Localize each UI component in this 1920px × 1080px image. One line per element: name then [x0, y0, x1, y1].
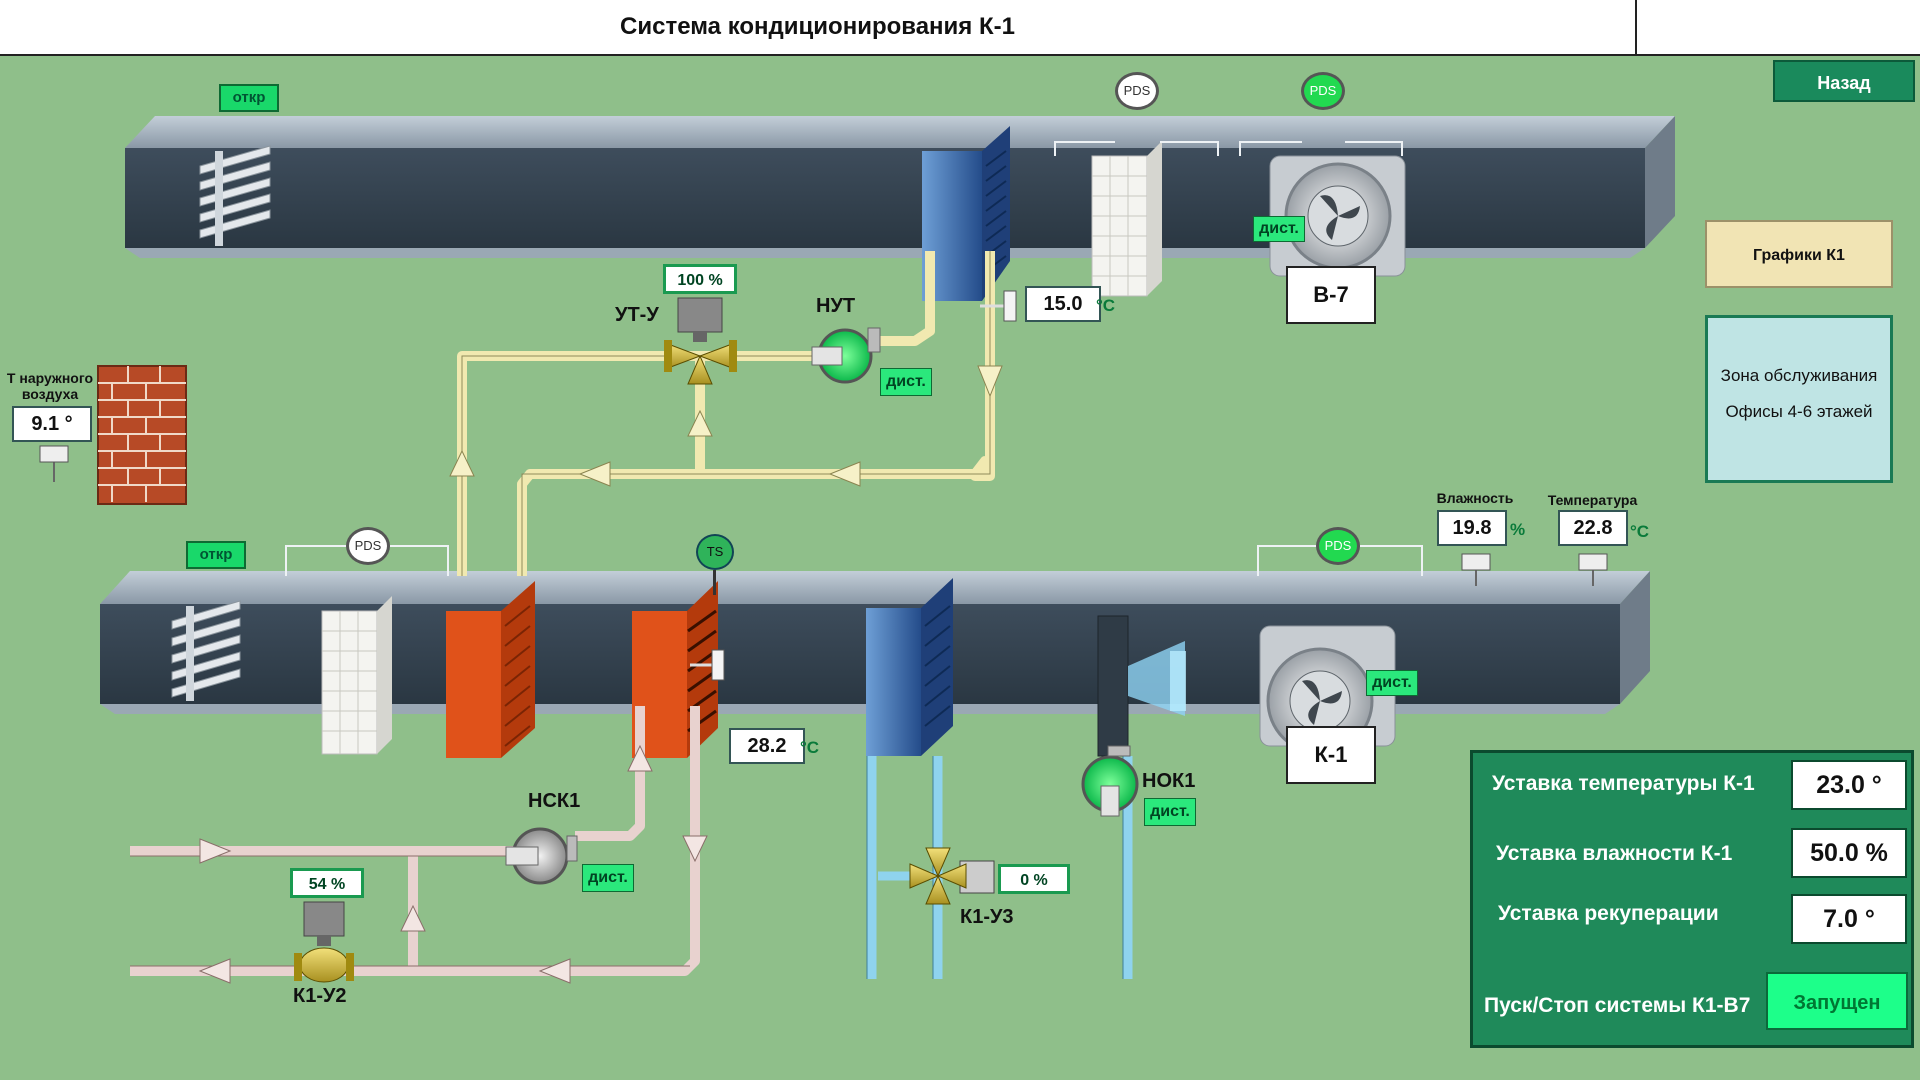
exhaust-damper-status: откр — [219, 84, 279, 112]
valve-k1-u2-position: 54 % — [290, 868, 364, 898]
valve-ut-u-position: 100 % — [663, 264, 737, 294]
exhaust-air-temp-value: 15.0 — [1025, 286, 1101, 322]
header-bar: Система кондиционирования К-1 — [0, 0, 1920, 56]
supply-pds-tubing — [285, 545, 1423, 576]
exhaust-pds-tubing — [1054, 141, 1403, 156]
temp-setpoint-label: Уставка температуры К-1 — [1492, 772, 1755, 795]
temperature-label: Температура — [1547, 492, 1638, 508]
valve-k1-u2-label: К1-У2 — [293, 985, 347, 1007]
ts-sensor-stem — [713, 570, 716, 595]
pump-nut-label: НУТ — [816, 295, 856, 317]
start-stop-label: Пуск/Стоп системы К1-В7 — [1484, 994, 1751, 1017]
pump-nsk1-label: НСК1 — [528, 790, 581, 812]
hot-water-flow-arrows — [449, 365, 1003, 487]
supply-recuperator-coil — [446, 581, 535, 758]
pds-exhaust-fan-indicator: PDS — [1301, 72, 1345, 110]
start-stop-button[interactable]: Запущен — [1766, 972, 1908, 1030]
exhaust-filter — [1091, 141, 1162, 297]
valve-k1-u2[interactable] — [294, 901, 354, 983]
service-zone-value: Офисы 4-6 этажей — [1725, 402, 1873, 421]
recuperation-setpoint-label: Уставка рекуперации — [1498, 902, 1719, 925]
supply-humidity-unit: % — [1510, 520, 1526, 539]
exhaust-duct — [125, 116, 1675, 258]
exhaust-air-temp-unit: °C — [1096, 296, 1116, 315]
charts-k1-button[interactable]: Графики К1 — [1705, 220, 1893, 288]
outdoor-temp-value: 9.1 ° — [12, 406, 92, 442]
brick-wall-icon — [97, 365, 187, 505]
outdoor-sensor-head — [39, 445, 69, 463]
pump-nok1[interactable] — [1081, 745, 1139, 817]
exhaust-fan — [1269, 155, 1406, 277]
pump-nsk1-mode: дист. — [582, 864, 634, 892]
return-water-temp-value: 28.2 — [729, 728, 805, 764]
supply-louver — [171, 600, 241, 701]
temp-probe-return — [690, 649, 725, 681]
heat-flow-arrows — [198, 744, 708, 984]
service-zone-title: Зона обслуживания — [1720, 366, 1878, 385]
exhaust-recuperator-coil — [922, 126, 1010, 301]
supply-filter — [321, 596, 392, 755]
exhaust-unit-label: В-7 — [1286, 266, 1376, 324]
valve-k1-u3[interactable] — [909, 847, 995, 905]
hvac-schematic — [39, 116, 1675, 984]
supply-water-cooler — [866, 578, 953, 756]
header-right-cell — [1637, 0, 1920, 54]
outdoor-temp-label-line2: воздуха — [21, 386, 79, 402]
page-title: Система кондиционирования К-1 — [0, 0, 1637, 54]
pds-supply-fan-indicator: PDS — [1316, 527, 1360, 565]
service-zone-panel: Зона обслуживания Офисы 4-6 этажей — [1705, 315, 1893, 483]
pump-nok1-label: НОК1 — [1142, 770, 1196, 792]
exhaust-louver — [199, 145, 271, 246]
supply-unit-label: К-1 — [1286, 726, 1376, 784]
supply-fan-mode: дист. — [1366, 670, 1418, 696]
valve-k1-u3-position: 0 % — [998, 864, 1070, 894]
back-button[interactable]: Назад — [1773, 60, 1915, 102]
supply-temp-unit: °C — [1630, 522, 1650, 541]
supply-damper-status: откр — [186, 541, 246, 569]
valve-k1-u3-label: К1-У3 — [960, 906, 1014, 928]
supply-fan — [1259, 625, 1396, 755]
pds-supply-filter-indicator: PDS — [346, 527, 390, 565]
pump-nok1-mode: дист. — [1144, 798, 1196, 826]
pump-nut[interactable] — [811, 327, 881, 384]
supply-humidity-value: 19.8 — [1437, 510, 1507, 546]
return-water-temp-unit: °C — [800, 738, 820, 757]
outdoor-temp-label: Т наружного воздуха — [0, 370, 100, 402]
temp-setpoint-input[interactable]: 23.0 ° — [1791, 760, 1907, 810]
temp-probe-exhaust — [980, 290, 1017, 322]
humidity-setpoint-input[interactable]: 50.0 % — [1791, 828, 1907, 878]
temp-sensor-head — [1578, 553, 1608, 571]
humidity-sensor-head — [1461, 553, 1491, 571]
exhaust-fan-mode: дист. — [1253, 216, 1305, 242]
humidity-setpoint-label: Уставка влажности К-1 — [1496, 842, 1733, 865]
pump-nsk1[interactable] — [505, 827, 578, 885]
pump-nut-mode: дист. — [880, 368, 932, 396]
recuperation-setpoint-input[interactable]: 7.0 ° — [1791, 894, 1907, 944]
humidity-label: Влажность — [1436, 490, 1514, 506]
outdoor-temp-label-line1: Т наружного — [6, 370, 94, 386]
valve-ut-u[interactable] — [664, 297, 737, 385]
hot-water-piping — [457, 251, 995, 576]
supply-humidifier — [1097, 615, 1186, 757]
supply-temp-value: 22.8 — [1558, 510, 1628, 546]
valve-ut-u-label: УТ-У — [615, 304, 659, 326]
pds-exhaust-filter-indicator: PDS — [1115, 72, 1159, 110]
sensor-posts — [53, 462, 1594, 586]
hot-water-piping-outline — [461, 251, 991, 576]
ts-frost-sensor-indicator: TS — [696, 534, 734, 570]
